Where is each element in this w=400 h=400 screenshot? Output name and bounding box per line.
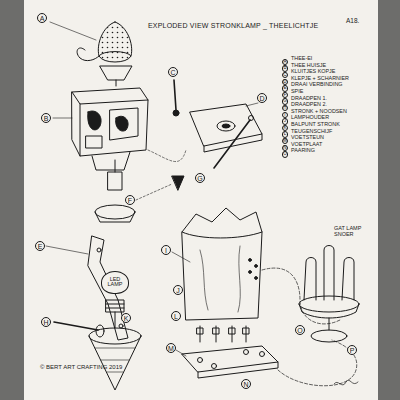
callout-letter: B xyxy=(44,115,49,122)
part-name: DRAADPEN 1. xyxy=(291,96,327,101)
part-name: DRAADPEN 2. xyxy=(291,102,327,107)
legend-letter-circle: G xyxy=(282,98,289,105)
callout-letter: O xyxy=(283,152,287,157)
callout-letter: J xyxy=(284,119,286,124)
callout-letter: O xyxy=(297,327,302,334)
callout-letter: F xyxy=(284,93,287,98)
part-name: VOETPLAAT xyxy=(291,142,322,147)
part-name: KLEPJE + SCHARNIER xyxy=(291,76,349,81)
callout-letter-circle: K xyxy=(121,313,131,323)
callout-letter: K xyxy=(283,126,286,131)
part-name: LAMPHOUDER xyxy=(291,115,329,120)
lamp-label: LED LAMP xyxy=(106,277,124,288)
part-name: PAARING xyxy=(291,148,315,153)
callout-letter: I xyxy=(165,247,167,254)
legend-letter-circle: E xyxy=(282,85,289,92)
callout-letter: A xyxy=(283,60,286,65)
callout-letter-circle: G xyxy=(195,173,205,183)
callout-letter: J xyxy=(176,287,180,294)
callout-letter-circle: E xyxy=(35,241,45,251)
callout-letter: N xyxy=(283,146,286,151)
callout-letter: G xyxy=(197,175,202,182)
part-name: DRAAI VERBINDING xyxy=(291,82,343,87)
callout-letter: F xyxy=(128,197,132,204)
callout-letter-circle: M xyxy=(166,343,176,353)
callout-letter: E xyxy=(283,86,286,91)
callout-letter-circle: O xyxy=(295,325,305,335)
callout-letter: I xyxy=(284,113,285,118)
legend-letter-circle: L xyxy=(282,131,289,138)
page-title: EXPLODED VIEW STRONKLAMP _ THEELICHTJE xyxy=(148,22,318,29)
note-label: GAT LAMP SNOER xyxy=(334,225,364,237)
part-name: THEE HUISJE xyxy=(291,63,326,68)
callout-letter: N xyxy=(243,381,248,388)
callout-letter: E xyxy=(38,243,43,250)
part-name: KLUITJES KOPJE xyxy=(291,69,335,74)
callout-letter-circle: L xyxy=(171,311,181,321)
callout-letter-circle: P xyxy=(347,345,357,355)
callout-letter: M xyxy=(283,139,287,144)
notebook-page xyxy=(24,0,378,400)
part-name: STRONK + NOODSEN xyxy=(291,109,347,114)
copyright-note: © BERT ART CRAFTING 2019 xyxy=(40,364,122,370)
callout-letter-circle: H xyxy=(41,317,51,327)
callout-letter: A xyxy=(40,15,45,22)
callout-letter: H xyxy=(43,319,48,326)
part-name: VOETSTEUN xyxy=(291,135,324,140)
part-name: BALPUNT STRONK xyxy=(291,122,340,127)
callout-letter: L xyxy=(174,313,178,320)
part-name: THEE-EI xyxy=(291,56,312,61)
callout-letter: D xyxy=(283,80,286,85)
callout-letter: L xyxy=(284,132,287,137)
legend-letter-circle: B xyxy=(282,65,289,72)
legend-letter-circle: O xyxy=(282,151,289,158)
callout-letter-circle: J xyxy=(173,285,183,295)
callout-letter: C xyxy=(170,69,175,76)
callout-letter: M xyxy=(168,345,174,352)
part-name: TEUGENSCHIJF xyxy=(291,129,332,134)
callout-letter: K xyxy=(124,315,129,322)
callout-letter-circle: N xyxy=(241,379,251,389)
callout-letter-circle: A xyxy=(37,13,47,23)
callout-letter-circle: I xyxy=(161,245,171,255)
page-number: A18. xyxy=(346,18,359,25)
callout-letter: P xyxy=(350,347,355,354)
part-name: SPIE xyxy=(291,89,303,94)
callout-letter: B xyxy=(283,66,286,71)
callout-letter: G xyxy=(283,99,287,104)
callout-letter-circle: C xyxy=(168,67,178,77)
callout-letter-circle: F xyxy=(125,195,135,205)
callout-letter: H xyxy=(283,106,286,111)
led-lamp-bulb: LED LAMP xyxy=(101,271,129,294)
callout-letter-circle: B xyxy=(41,113,51,123)
legend-letter-circle: J xyxy=(282,118,289,125)
callout-letter: D xyxy=(259,95,264,102)
callout-letter: C xyxy=(283,73,286,78)
callout-letter-circle: D xyxy=(257,93,267,103)
